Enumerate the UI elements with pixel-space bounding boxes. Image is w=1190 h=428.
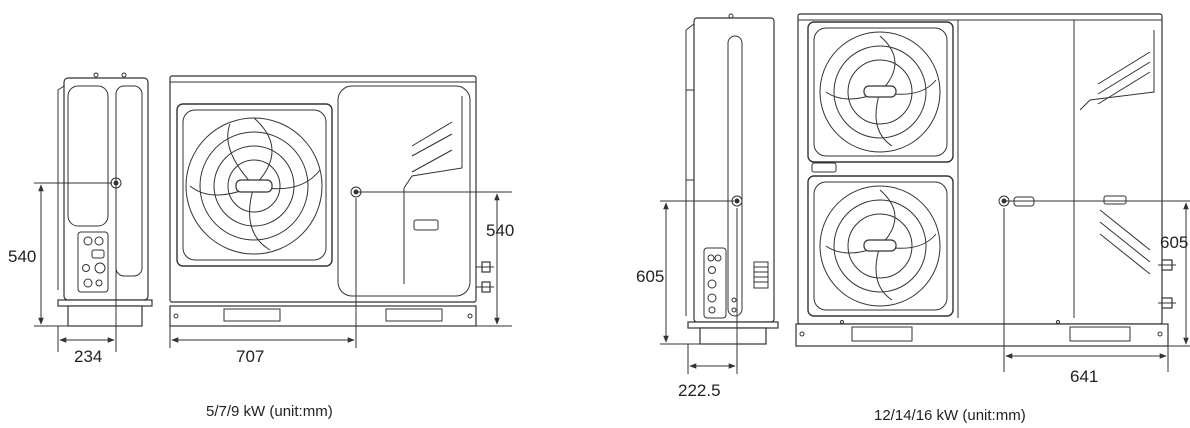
small-unit-side-view bbox=[57, 72, 153, 327]
large-front-width-label: 641 bbox=[1070, 367, 1098, 386]
small-fan-icon bbox=[185, 117, 323, 255]
large-side-width-label: 222.5 bbox=[678, 381, 721, 400]
small-unit-caption: 5/7/9 kW (unit:mm) bbox=[206, 403, 333, 420]
small-unit-front-view bbox=[169, 75, 494, 327]
small-front-width-label: 707 bbox=[236, 347, 264, 366]
large-side-dimensions bbox=[660, 200, 738, 374]
large-unit-caption: 12/14/16 kW (unit:mm) bbox=[874, 407, 1026, 424]
small-front-height-label: 540 bbox=[486, 221, 514, 240]
large-side-height-label: 605 bbox=[636, 267, 664, 286]
large-unit-front-view bbox=[795, 13, 1176, 347]
large-front-height-label: 605 bbox=[1160, 233, 1188, 252]
small-side-height-label: 540 bbox=[8, 247, 36, 266]
large-unit-side-view bbox=[685, 13, 779, 345]
small-front-dimensions bbox=[169, 191, 512, 348]
large-front-dimensions bbox=[1003, 200, 1190, 372]
small-side-dimensions bbox=[34, 182, 117, 352]
large-top-fan-icon bbox=[819, 31, 941, 153]
large-bottom-fan-icon bbox=[819, 185, 941, 307]
small-side-width-label: 234 bbox=[74, 347, 102, 366]
